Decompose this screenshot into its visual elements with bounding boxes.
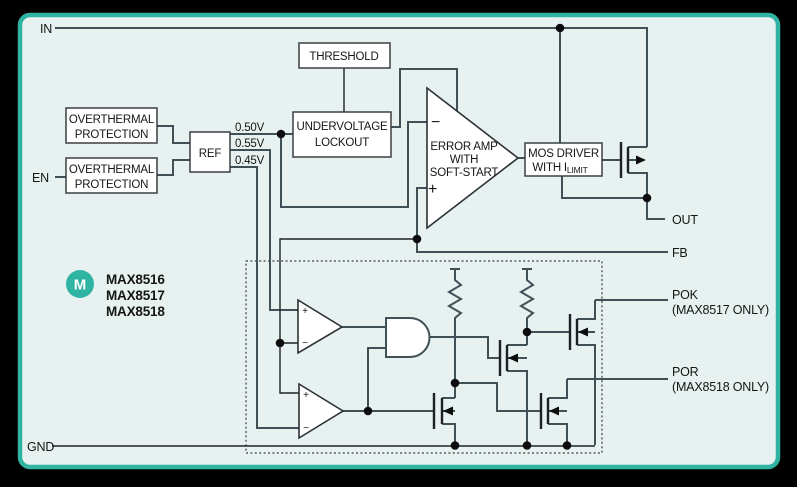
error-amp-plus-sign: + xyxy=(428,181,437,198)
maxim-logo-letter: M xyxy=(74,277,87,294)
pmos-arrow-icon xyxy=(636,155,646,165)
otp2-label-line1: OVERTHERMAL xyxy=(69,164,155,176)
wire-feedback-out xyxy=(416,239,668,253)
otp1-label-line2: PROTECTION xyxy=(75,129,148,141)
maxim-logo xyxy=(66,270,94,298)
junction-dot xyxy=(275,338,285,348)
nmos-left-symbol xyxy=(432,393,444,429)
wire-en-ref-net xyxy=(55,125,190,178)
wire-uvlo-enable xyxy=(391,68,458,128)
overthermal-protection-block-1 xyxy=(65,107,158,144)
otp2-label-line2: PROTECTION xyxy=(75,179,148,191)
mos-driver-block xyxy=(524,142,603,177)
panel-background xyxy=(17,12,781,470)
comparator-upper-plus-sign: + xyxy=(302,306,308,317)
ref-voltage-045: 0.45V xyxy=(235,155,265,167)
overthermal-protection-block-2 xyxy=(65,157,158,194)
threshold-label: THRESHOLD xyxy=(309,51,378,63)
junction-dot xyxy=(450,441,460,450)
and-gate-symbol xyxy=(385,317,431,358)
nmos-pok-symbol xyxy=(568,314,579,350)
junction-dot xyxy=(522,327,532,337)
nmos-mid-transistor xyxy=(498,340,518,376)
mos-driver-label-line2: WITH ILIMIT xyxy=(532,162,587,175)
junction-dot xyxy=(412,234,422,244)
junction-dot xyxy=(555,23,565,33)
comparator-lower-plus-sign: + xyxy=(303,390,309,401)
comparator-lower-symbol xyxy=(298,382,345,440)
nmos-left-transistor xyxy=(432,393,453,429)
threshold-block xyxy=(298,42,391,69)
error-amp-label-line1: ERROR AMP xyxy=(430,141,498,153)
error-amp-symbol xyxy=(426,86,520,230)
nmos-mid-arrow-icon xyxy=(508,353,518,363)
pin-label-fb: FB xyxy=(672,246,688,260)
uvlo-label-line1: UNDERVOLTAGE xyxy=(297,121,388,133)
pin-label-out: OUT xyxy=(672,213,698,227)
nmos-por-transistor xyxy=(539,393,559,429)
junction-dot xyxy=(522,441,532,450)
nmos-pok-arrow-icon xyxy=(578,327,588,337)
error-amp-label-line3: SOFT-START xyxy=(430,167,499,179)
nmos-por-arrow-icon xyxy=(549,406,559,416)
mos-driver-label-line1: MOS DRIVER xyxy=(528,148,599,160)
nmos-por-symbol xyxy=(539,393,550,429)
model-name-1: MAX8516 xyxy=(106,272,165,287)
ref-label: REF xyxy=(199,148,222,160)
wire-resistor1-net xyxy=(447,268,541,412)
pin-label-gnd: GND xyxy=(27,440,54,454)
pin-label-pok-note: (MAX8517 ONLY) xyxy=(672,303,769,317)
pass-pmos-transistor xyxy=(619,142,646,178)
nmos-pok-transistor xyxy=(568,314,588,350)
error-amp-label-line2: WITH xyxy=(450,154,479,166)
nmos-left-arrow-icon xyxy=(443,406,453,416)
junction-dot xyxy=(363,406,373,416)
wire-driver-output-net xyxy=(518,157,665,220)
ref-voltage-050: 0.50V xyxy=(235,122,265,134)
junction-dot xyxy=(562,441,572,450)
supervisor-section-outline xyxy=(245,260,603,454)
pmos-symbol xyxy=(619,142,630,178)
pin-label-in: IN xyxy=(40,22,52,36)
comparator-lower-minus-sign: − xyxy=(303,423,309,434)
mos-driver-limit-subscript: LIMIT xyxy=(567,165,588,175)
uvlo-label-line2: LOCKOUT xyxy=(315,137,369,149)
wire-error-amp-inputs xyxy=(280,121,427,239)
wire-nmos-por-leads xyxy=(548,378,668,445)
pin-label-pok: POK xyxy=(672,288,699,302)
pin-label-por-note: (MAX8518 ONLY) xyxy=(672,380,769,394)
wire-resistor2-net xyxy=(519,268,570,345)
wire-nmos-pok-leads xyxy=(577,299,668,445)
undervoltage-lockout-block xyxy=(292,111,392,158)
wire-comparator-and-net xyxy=(342,326,500,412)
error-amp-minus-sign: − xyxy=(431,114,440,131)
junction-dot xyxy=(276,129,286,139)
ref-voltage-055: 0.55V xyxy=(235,138,265,150)
pin-label-por: POR xyxy=(672,365,699,379)
model-name-3: MAX8518 xyxy=(106,304,165,319)
nmos-mid-symbol xyxy=(498,340,509,376)
otp1-label-line1: OVERTHERMAL xyxy=(69,114,155,126)
junction-dots xyxy=(275,23,652,450)
pin-label-en: EN xyxy=(32,171,49,185)
comparator-upper-symbol xyxy=(297,298,344,355)
wire-in-net xyxy=(55,27,648,147)
junction-dot xyxy=(450,378,460,388)
comparator-upper-minus-sign: − xyxy=(302,338,308,349)
ref-block xyxy=(189,131,231,173)
mos-driver-with-i: WITH I xyxy=(532,162,567,174)
junction-dot xyxy=(642,193,652,203)
model-name-2: MAX8517 xyxy=(106,288,165,303)
